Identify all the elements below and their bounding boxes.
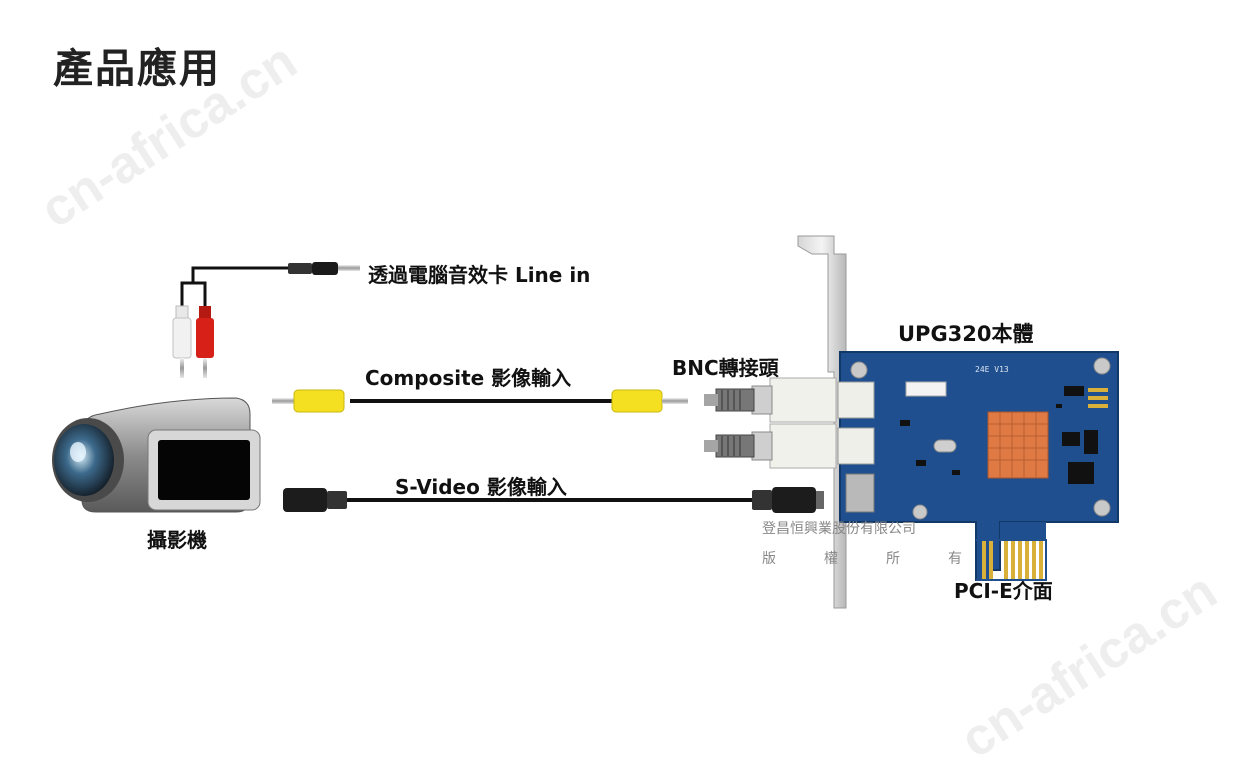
audio-cable xyxy=(172,262,360,378)
bnc-connector-top xyxy=(704,377,875,423)
copyright-company: 登昌恒興業股份有限公司 xyxy=(762,521,916,537)
page-title: 產品應用 xyxy=(53,46,221,92)
svideo-label: S-Video 影像輸入 xyxy=(395,475,567,499)
pcie-label: PCI-E介面 xyxy=(954,579,1053,603)
copyright-char-2: 權 xyxy=(824,551,838,567)
silk-model-text: 24E V13 xyxy=(975,365,1009,374)
bnc-connector-bottom xyxy=(704,423,875,469)
line-in-label: 透過電腦音效卡 Line in xyxy=(368,263,591,287)
composite-label: Composite 影像輸入 xyxy=(365,366,572,390)
bnc-label: BNC轉接頭 xyxy=(672,356,779,380)
pci-bracket xyxy=(797,235,847,609)
pcb-board: 24E V13 xyxy=(839,351,1119,581)
camcorder-label: 攝影機 xyxy=(147,528,207,552)
card-label: UPG320本體 xyxy=(898,322,1034,346)
composite-cable xyxy=(272,389,688,413)
camcorder xyxy=(52,397,261,513)
svideo-cable xyxy=(283,487,824,513)
copyright-char-3: 所 xyxy=(886,551,900,567)
copyright-char-4: 有 xyxy=(948,551,962,567)
diagram-stage: cn-africa.cn cn-africa.cn 產品應用 xyxy=(31,32,1227,770)
diagram-graphics: 24E V13 xyxy=(52,235,1119,609)
copyright-char-1: 版 xyxy=(762,551,776,567)
